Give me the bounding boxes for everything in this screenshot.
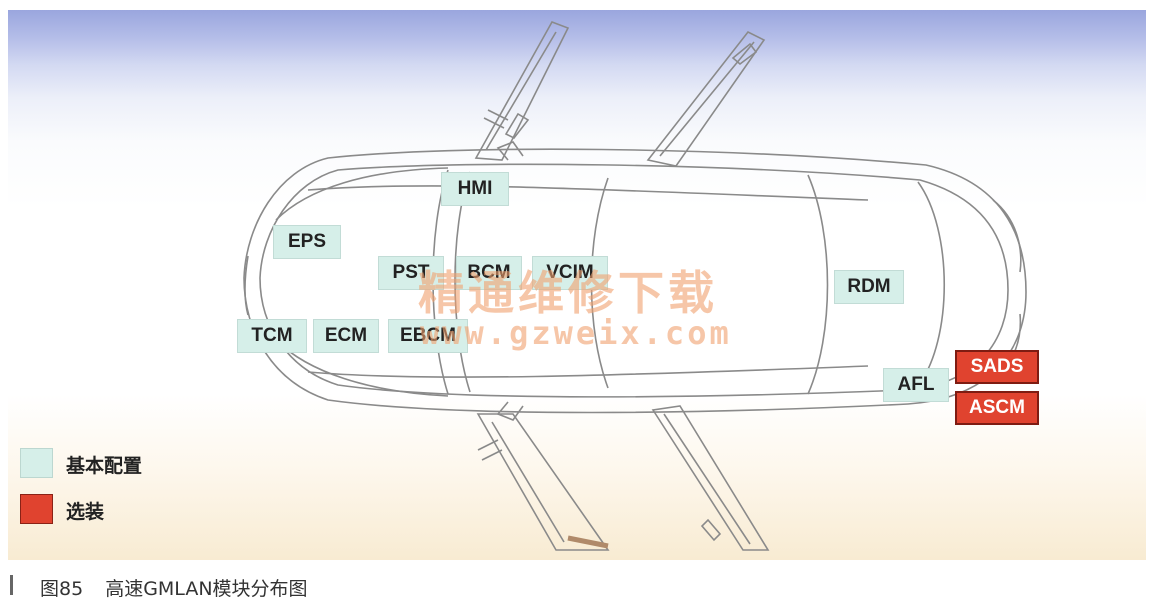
- module-afl: AFL: [883, 368, 949, 402]
- diagram-figure: HMI EPS PST BCM VCIM RDM TCM ECM EBCM AF…: [8, 10, 1146, 560]
- legend-label-standard: 基本配置: [66, 456, 143, 477]
- legend-label-optional: 选装: [66, 502, 105, 523]
- side-line-top: [307, 185, 869, 201]
- front-right-door: [476, 413, 610, 551]
- figure-caption: 图85 高速GMLAN模块分布图: [40, 574, 330, 601]
- caption-marker: [10, 575, 13, 595]
- module-eps: EPS: [273, 225, 341, 259]
- mirror-left: [496, 141, 524, 161]
- legend-swatch-optional: [20, 494, 53, 524]
- caption-title: 高速GMLAN模块分布图: [105, 578, 308, 600]
- module-rdm: RDM: [834, 270, 904, 304]
- module-bcm: BCM: [456, 256, 522, 290]
- caption-number: 图85: [40, 578, 84, 600]
- mirror-right: [496, 401, 524, 421]
- module-sads: SADS: [955, 350, 1039, 384]
- module-hmi: HMI: [441, 172, 509, 206]
- legend-swatch-standard: [20, 448, 53, 478]
- module-ecm: ECM: [313, 319, 379, 353]
- rear-window: [807, 174, 829, 395]
- module-ebcm: EBCM: [388, 319, 468, 353]
- module-tcm: TCM: [237, 319, 307, 353]
- hood-line: [275, 167, 449, 221]
- module-pst: PST: [378, 256, 444, 290]
- module-ascm: ASCM: [955, 391, 1039, 425]
- side-line-bottom: [307, 365, 869, 378]
- headlight-top: [244, 255, 249, 316]
- rear-left-door: [646, 30, 766, 167]
- trunk-line: [917, 181, 946, 387]
- taillight: [992, 199, 1022, 273]
- module-vcim: VCIM: [532, 256, 608, 290]
- rear-right-door: [651, 405, 770, 551]
- front-left-door: [474, 21, 570, 161]
